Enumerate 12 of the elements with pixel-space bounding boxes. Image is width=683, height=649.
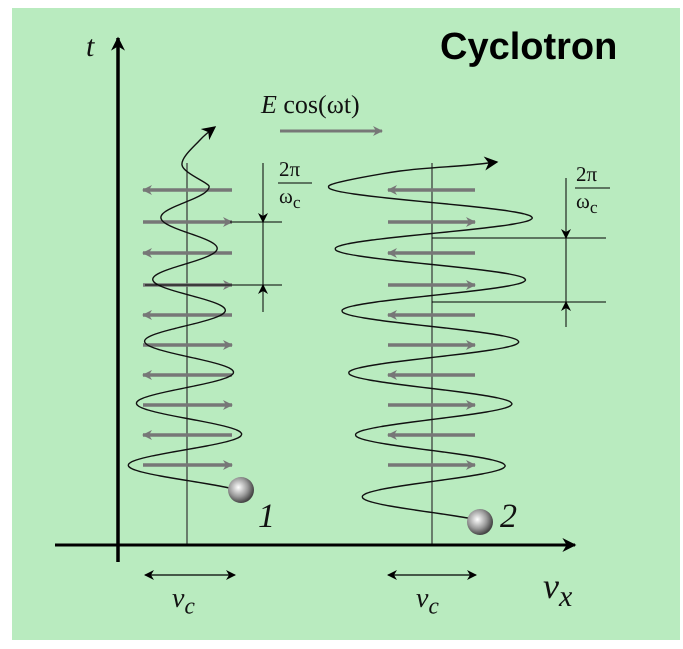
particle-label: 1 — [258, 500, 275, 534]
velocity-label: v$_{c}$ — [416, 585, 439, 619]
velocity-label: v$_{c}$ — [172, 585, 195, 619]
particle-label: 2 — [500, 500, 517, 534]
fraction-denominator: ω$_{c}$ — [279, 186, 301, 212]
fraction-numerator: 2π — [279, 159, 300, 180]
fraction-numerator: 2π — [576, 164, 598, 185]
axis-label: v$_{x}$ — [543, 568, 572, 612]
fraction-denominator: ω$_{c}$ — [576, 191, 598, 217]
title: Cyclotron — [440, 28, 618, 66]
field-label: E cos(ωt) — [261, 92, 360, 118]
axis-label: t — [86, 32, 94, 62]
